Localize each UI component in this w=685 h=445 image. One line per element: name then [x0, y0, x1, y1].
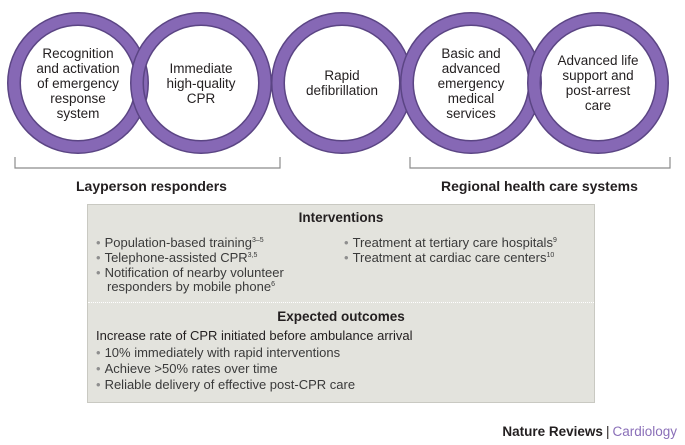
outcomes-intro: Increase rate of CPR initiated before am…	[96, 328, 413, 343]
bullet-icon: •	[96, 250, 101, 265]
journal-section: Cardiology	[612, 424, 677, 439]
journal-credit: Nature Reviews|Cardiology	[502, 424, 677, 439]
regional-bracket	[409, 157, 671, 169]
layperson-bracket	[14, 157, 281, 169]
outcome-item: •Achieve >50% rates over time	[96, 361, 278, 376]
bullet-icon: •	[96, 377, 101, 392]
chain-of-survival	[7, 12, 671, 169]
intervention-item: •Population-based training3–5	[96, 235, 264, 250]
link-label-line: medical	[447, 90, 495, 106]
link-label-line: Advanced life	[557, 53, 639, 68]
intervention-item: •Telephone-assisted CPR3,5	[96, 250, 258, 265]
bullet-icon: •	[344, 235, 349, 250]
expected-outcomes-heading: Expected outcomes	[277, 309, 405, 324]
intervention-item: •Notification of nearby volunteer	[96, 265, 284, 280]
bullet-icon: •	[96, 235, 101, 250]
chain-ring	[131, 13, 271, 153]
panel-divider	[88, 302, 594, 303]
intervention-item: •Treatment at cardiac care centers10	[344, 250, 555, 265]
outcome-item: •Reliable delivery of effective post-CPR…	[96, 377, 356, 392]
link-label-line: Basic and	[441, 45, 501, 61]
link-label-line: system	[56, 105, 100, 121]
link-label-line: Rapid	[324, 68, 360, 83]
credit-separator: |	[605, 424, 610, 439]
outcome-item: •10% immediately with rapid intervention…	[96, 345, 341, 360]
journal-name: Nature Reviews	[502, 424, 603, 439]
link-label-line: emergency	[437, 75, 505, 91]
bullet-icon: •	[96, 361, 101, 376]
link-label-line: support and	[562, 68, 634, 83]
bullet-icon: •	[344, 250, 349, 265]
link-label-line: Recognition	[42, 45, 114, 61]
link-label-line: defibrillation	[305, 83, 379, 98]
link-label-line: advanced	[441, 60, 501, 76]
regional-health-care-label: Regional health care systems	[441, 178, 638, 194]
layperson-responders-label: Layperson responders	[76, 178, 227, 194]
interventions-heading: Interventions	[298, 210, 384, 225]
link-label-line: services	[446, 105, 496, 121]
intervention-item: •Treatment at tertiary care hospitals9	[344, 235, 557, 250]
link-label-line: and activation	[36, 60, 120, 76]
intervention-item-continued: responders by mobile phone6	[107, 279, 275, 294]
link-label-line: post-arrest	[565, 83, 631, 98]
bullet-icon: •	[96, 345, 101, 360]
interventions-panel: Interventions •Population-based training…	[87, 204, 595, 403]
link-label-line: care	[584, 98, 612, 113]
chain-ring	[528, 13, 668, 153]
bullet-icon: •	[96, 265, 101, 280]
link-label-line: high-quality	[166, 75, 236, 91]
link-label-line: of emergency	[37, 75, 119, 91]
link-label-line: Immediate	[169, 60, 233, 76]
link-label-line: CPR	[186, 90, 216, 106]
link-label-line: response	[50, 90, 106, 106]
